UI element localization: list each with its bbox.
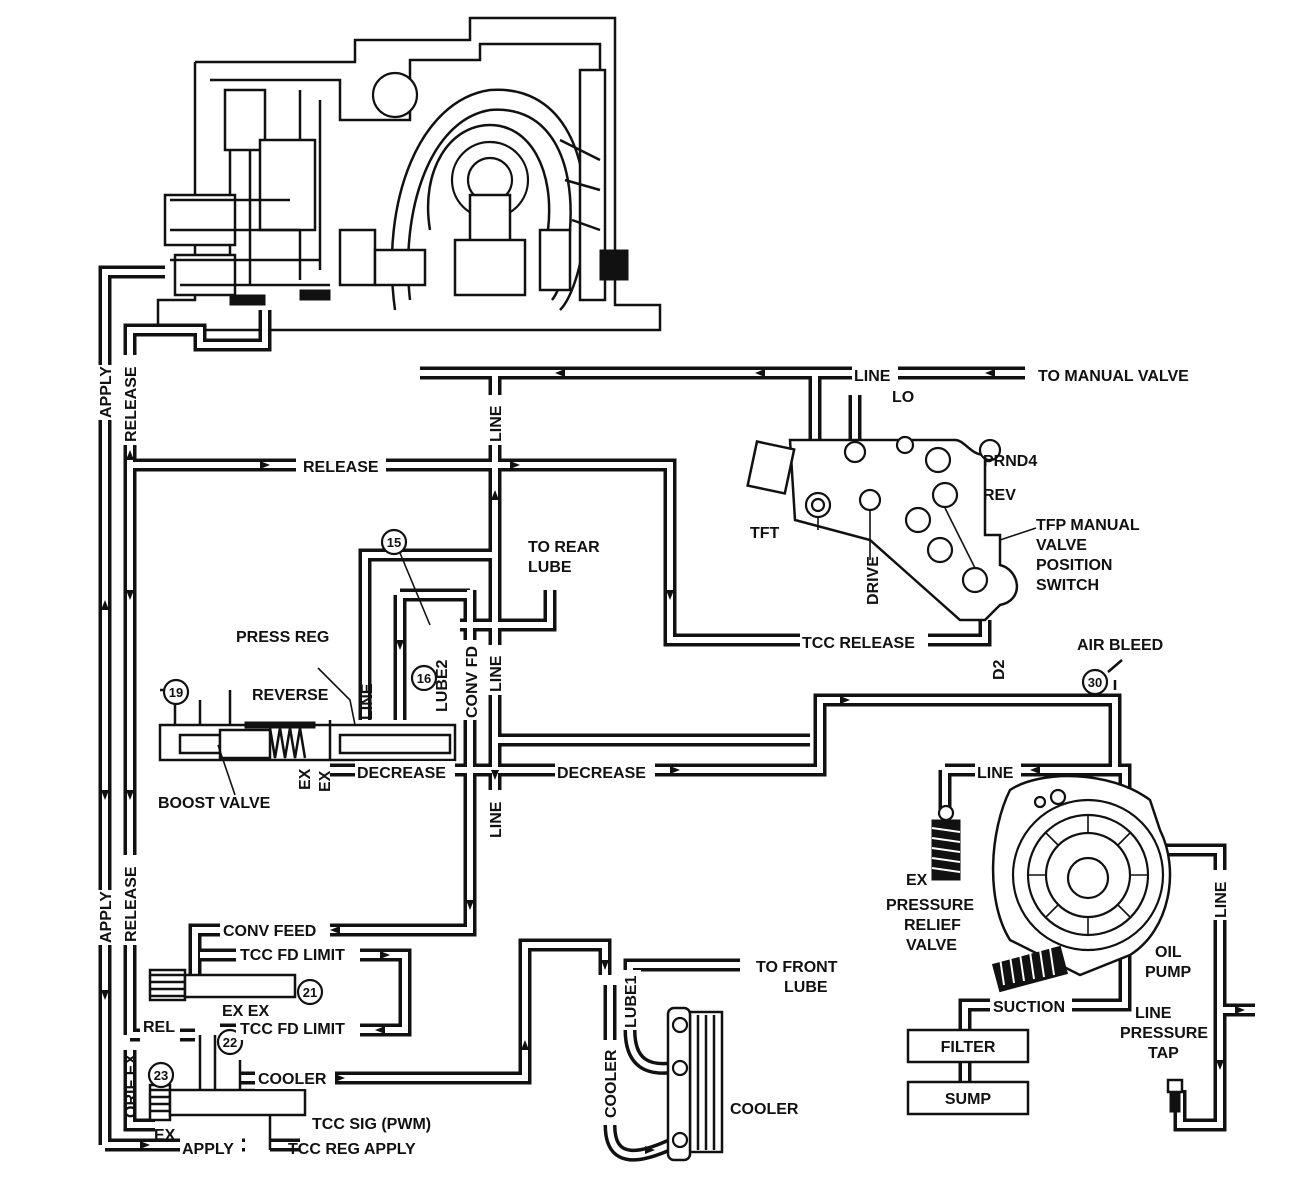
checkball-15: 15 xyxy=(387,535,401,550)
checkballs: 15 16 19 21 22 23 30 xyxy=(147,528,1109,1089)
checkball-19: 19 xyxy=(169,685,183,700)
label-to-manual-valve: TO MANUAL VALVE xyxy=(1038,368,1189,385)
label-tfp-1: TFP MANUAL xyxy=(1036,517,1140,534)
tcc-valves xyxy=(148,968,307,1150)
line-pressure-tap xyxy=(1166,1078,1184,1113)
label-cooler-h: COOLER xyxy=(258,1071,327,1088)
label-lpt-2: PRESSURE xyxy=(1120,1025,1208,1042)
checkball-15-circle xyxy=(380,528,408,556)
label-orif-ex: ORIF EX xyxy=(123,1054,140,1118)
label-to-front-1: TO FRONT xyxy=(756,959,838,976)
label-tfp-2: VALVE xyxy=(1036,537,1087,554)
label-ex-1: EX xyxy=(297,768,314,790)
label-lpt-3: TAP xyxy=(1148,1045,1179,1062)
air-bleed xyxy=(1107,659,1123,690)
label-lube1: LUBE1 xyxy=(623,975,640,1028)
label-ex-ex: EX EX xyxy=(222,1003,269,1020)
label-rel: REL xyxy=(143,1019,175,1036)
label-prv-2: RELIEF xyxy=(904,917,961,934)
checkball-21: 21 xyxy=(303,985,317,1000)
label-filter: FILTER xyxy=(941,1039,996,1056)
label-release-top: RELEASE xyxy=(303,459,379,476)
label-d2: D2 xyxy=(991,659,1008,680)
filter-box xyxy=(906,1028,1030,1064)
label-rev: REV xyxy=(983,487,1016,504)
label-prv-3: VALVE xyxy=(906,937,957,954)
label-line-bottom-vert: LINE xyxy=(488,801,505,838)
tfp-manual-valve-position-switch xyxy=(746,435,1019,622)
label-line-mid: LINE xyxy=(488,655,505,692)
pressure-regulator-valve xyxy=(158,667,457,762)
label-sump: SUMP xyxy=(945,1091,992,1108)
checkball-23: 23 xyxy=(154,1068,168,1083)
checkball-22: 22 xyxy=(223,1035,237,1050)
label-apply-left-top: APPLY xyxy=(98,366,115,418)
labels: LINE TO MANUAL VALVE LO PRND4 REV TFT DR… xyxy=(98,366,1230,1158)
label-oil-pump-1: OIL xyxy=(1155,944,1182,961)
label-ex-2: EX xyxy=(317,770,334,792)
label-air-bleed: AIR BLEED xyxy=(1077,637,1163,654)
label-oil-pump-2: PUMP xyxy=(1145,964,1192,981)
label-line-small: LINE xyxy=(359,683,376,720)
label-tcc-release: TCC RELEASE xyxy=(802,635,915,652)
label-conv-feed: CONV FEED xyxy=(223,923,316,940)
label-backgrounds xyxy=(96,355,1231,1156)
label-suction: SUCTION xyxy=(993,999,1065,1016)
oil-pump xyxy=(991,774,1172,993)
label-drive: DRIVE xyxy=(865,556,882,605)
label-conv-fd: CONV FD xyxy=(464,646,481,718)
label-tft: TFT xyxy=(750,525,780,542)
torque-converter-assembly xyxy=(156,16,662,332)
label-line-vert-top: LINE xyxy=(488,405,505,442)
label-line-top: LINE xyxy=(854,368,891,385)
checkball-16: 16 xyxy=(417,671,431,686)
label-tfp-3: POSITION xyxy=(1036,557,1112,574)
label-line-right: LINE xyxy=(977,765,1014,782)
label-cooler: COOLER xyxy=(730,1101,799,1118)
label-to-front-2: LUBE xyxy=(784,979,828,996)
label-release-left-top: RELEASE xyxy=(123,366,140,442)
label-decrease-1: DECREASE xyxy=(357,765,446,782)
label-boost-valve: BOOST VALVE xyxy=(158,795,271,812)
label-tcc-fd-limit-2: TCC FD LIMIT xyxy=(240,1021,345,1038)
label-apply-left-bottom: APPLY xyxy=(98,891,115,943)
checkball-30: 30 xyxy=(1088,675,1102,690)
label-lube2: LUBE2 xyxy=(434,659,451,712)
label-cooler-v: COOLER xyxy=(603,1049,620,1118)
label-lpt-1: LINE xyxy=(1135,1005,1172,1022)
label-tfp-4: SWITCH xyxy=(1036,577,1099,594)
label-reverse: REVERSE xyxy=(252,687,329,704)
label-release-left-bottom: RELEASE xyxy=(123,866,140,942)
cooler xyxy=(666,1006,724,1162)
sump-box xyxy=(906,1080,1030,1116)
label-decrease-2: DECREASE xyxy=(557,765,646,782)
label-to-rear-2: LUBE xyxy=(528,559,572,576)
label-prv-1: PRESSURE xyxy=(886,897,974,914)
label-apply-bottom: APPLY xyxy=(182,1141,234,1158)
label-tcc-reg-apply: TCC REG APPLY xyxy=(288,1141,416,1158)
label-tcc-sig: TCC SIG (PWM) xyxy=(312,1116,431,1133)
label-ex-bottom: EX xyxy=(154,1127,176,1144)
label-to-rear-1: TO REAR xyxy=(528,539,600,556)
label-line-far-right: LINE xyxy=(1213,881,1230,918)
label-press-reg: PRESS REG xyxy=(236,629,329,646)
label-ex-pr: EX xyxy=(906,872,928,889)
label-lo: LO xyxy=(892,389,914,406)
label-tcc-fd-limit-1: TCC FD LIMIT xyxy=(240,947,345,964)
label-prnd4: PRND4 xyxy=(983,453,1037,470)
pressure-relief-valve xyxy=(931,804,961,881)
